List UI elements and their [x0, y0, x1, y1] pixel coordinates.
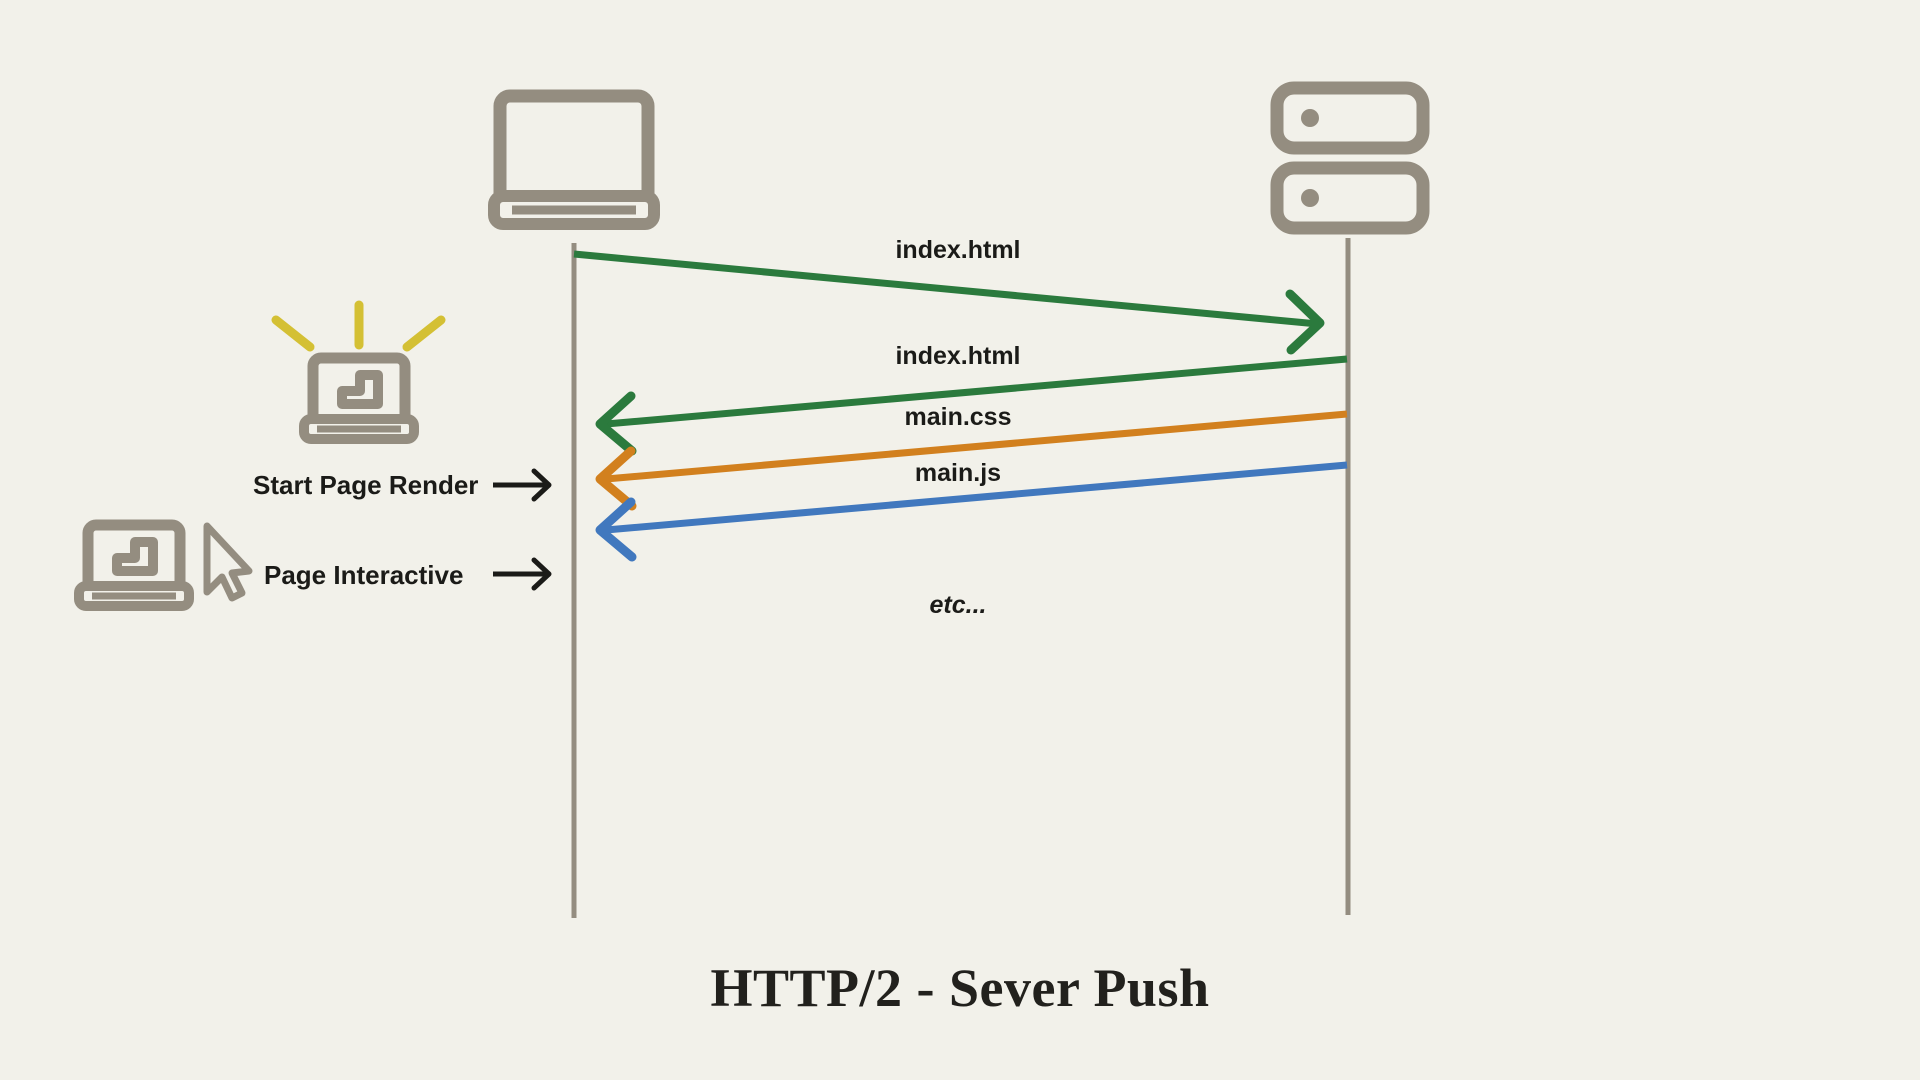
right-arrow-icon-start-page-render: [493, 468, 552, 502]
message-label-res-index: index.html: [895, 342, 1020, 370]
event-label-page-interactive: Page Interactive: [264, 560, 463, 590]
laptop-with-cursor-icon: [74, 519, 253, 611]
event-label-start-page-render: Start Page Render: [253, 470, 478, 500]
message-label-push-js: main.js: [915, 459, 1001, 487]
message-arrow-push-js: [595, 461, 1348, 562]
page-title: HTTP/2 - Sever Push: [710, 958, 1209, 1018]
message-label-etc: etc...: [930, 591, 987, 619]
message-arrow-push-css: [595, 410, 1348, 511]
glowing-laptop-icon: [271, 300, 446, 444]
message-arrow-req-index: [573, 250, 1325, 355]
server-rack-icon: [1270, 81, 1430, 235]
message-label-req-index: index.html: [895, 236, 1020, 264]
laptop-icon: [488, 89, 660, 230]
message-label-push-css: main.css: [904, 403, 1011, 431]
message-arrow-res-index: [595, 355, 1348, 456]
right-arrow-icon-page-interactive: [493, 557, 552, 591]
mouse-cursor-icon: [203, 522, 253, 602]
